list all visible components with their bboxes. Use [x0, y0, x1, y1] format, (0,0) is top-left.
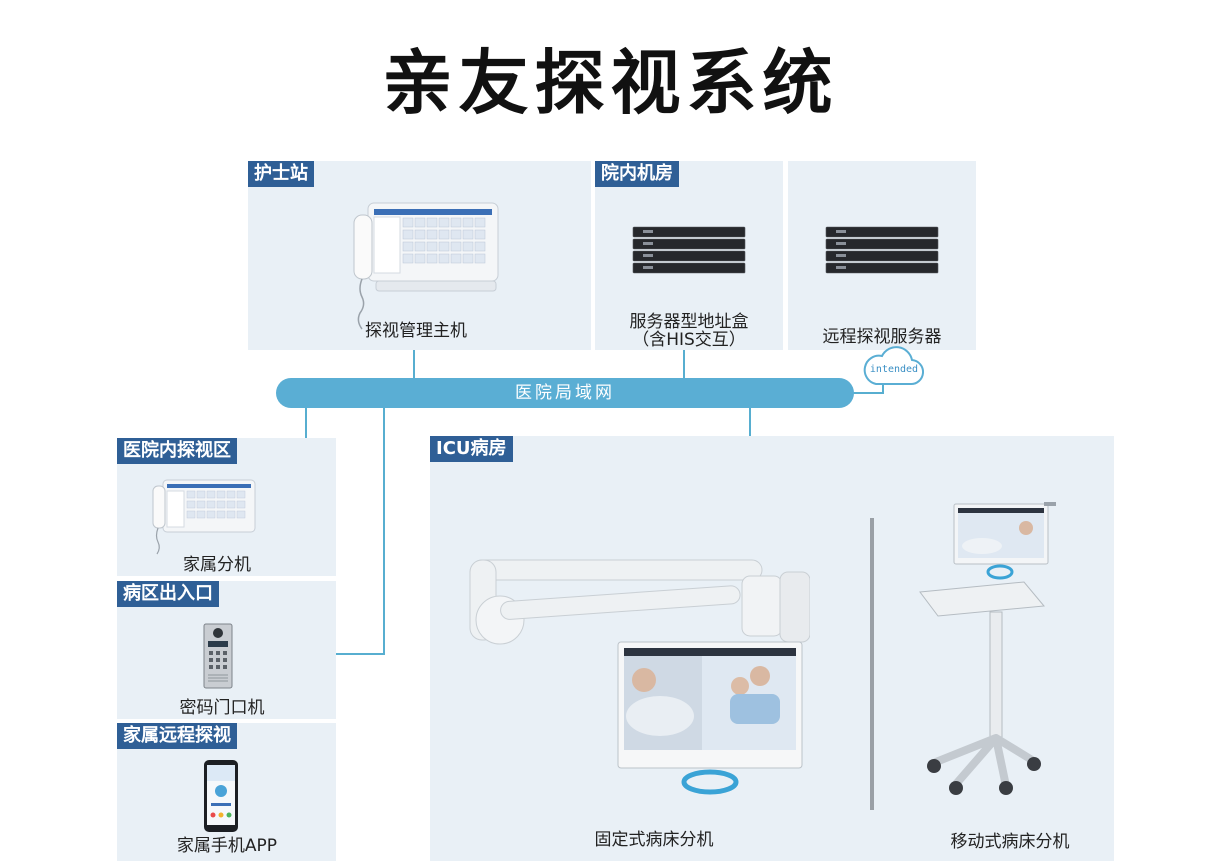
cloud-icon	[863, 346, 924, 386]
link-cloud-h	[852, 392, 884, 394]
device-label: 远程探视服务器	[822, 327, 942, 347]
panel-icu: ICU病房 固定式病床分机 移动式病床分机	[430, 436, 1114, 861]
cloud-label: intended	[869, 364, 919, 375]
server-rack-icon	[825, 226, 939, 274]
door-station-icon	[203, 623, 233, 689]
device-label-line1: 服务器型地址盒	[629, 312, 749, 332]
panel-tag: 病区出入口	[117, 581, 219, 607]
link-entrance-v	[383, 408, 385, 655]
device-label: 探视管理主机	[365, 321, 467, 341]
server-rack-icon	[632, 226, 746, 274]
link-icu	[749, 408, 751, 436]
device-label-line2: （含HIS交互）	[632, 330, 746, 350]
link-address-box	[683, 350, 685, 378]
link-nurse-station	[413, 350, 415, 378]
panel-ward-entrance: 病区出入口 密码门口机	[117, 581, 336, 719]
panel-remote-server: 远程探视服务器	[788, 161, 976, 350]
panel-server-room: 院内机房 服务器型地址盒 （含HIS交互）	[595, 161, 783, 350]
device-label: 家属分机	[183, 555, 251, 575]
mobile-terminal-label: 移动式病床分机	[950, 832, 1070, 852]
device-label: 密码门口机	[179, 698, 265, 718]
fixed-bedside-terminal-icon	[469, 559, 810, 795]
link-entrance-h	[336, 653, 385, 655]
hospital-lan-bar: 医院局域网	[276, 378, 854, 408]
panel-tag: 医院内探视区	[117, 438, 237, 464]
management-host-icon	[353, 202, 499, 330]
separator	[870, 518, 874, 810]
family-extension-icon	[152, 479, 256, 555]
panel-tag: 护士站	[248, 161, 314, 187]
panel-nurse-station: 护士站 探视管理主机	[248, 161, 591, 350]
mobile-bedside-cart-icon	[919, 502, 1056, 795]
link-cloud-v	[882, 384, 884, 394]
panel-tag: 院内机房	[595, 161, 679, 187]
panel-tag: ICU病房	[430, 436, 513, 462]
panel-inhospital-area: 医院内探视区 家属分机	[117, 438, 336, 576]
panel-tag: 家属远程探视	[117, 723, 237, 749]
diagram-title: 亲友探视系统	[382, 42, 839, 124]
link-inhospital	[305, 408, 307, 438]
fixed-terminal-label: 固定式病床分机	[594, 830, 714, 850]
panel-remote-visit: 家属远程探视 家属手机APP	[117, 723, 336, 861]
device-label: 家属手机APP	[176, 836, 278, 856]
mobile-phone-icon	[204, 760, 238, 832]
